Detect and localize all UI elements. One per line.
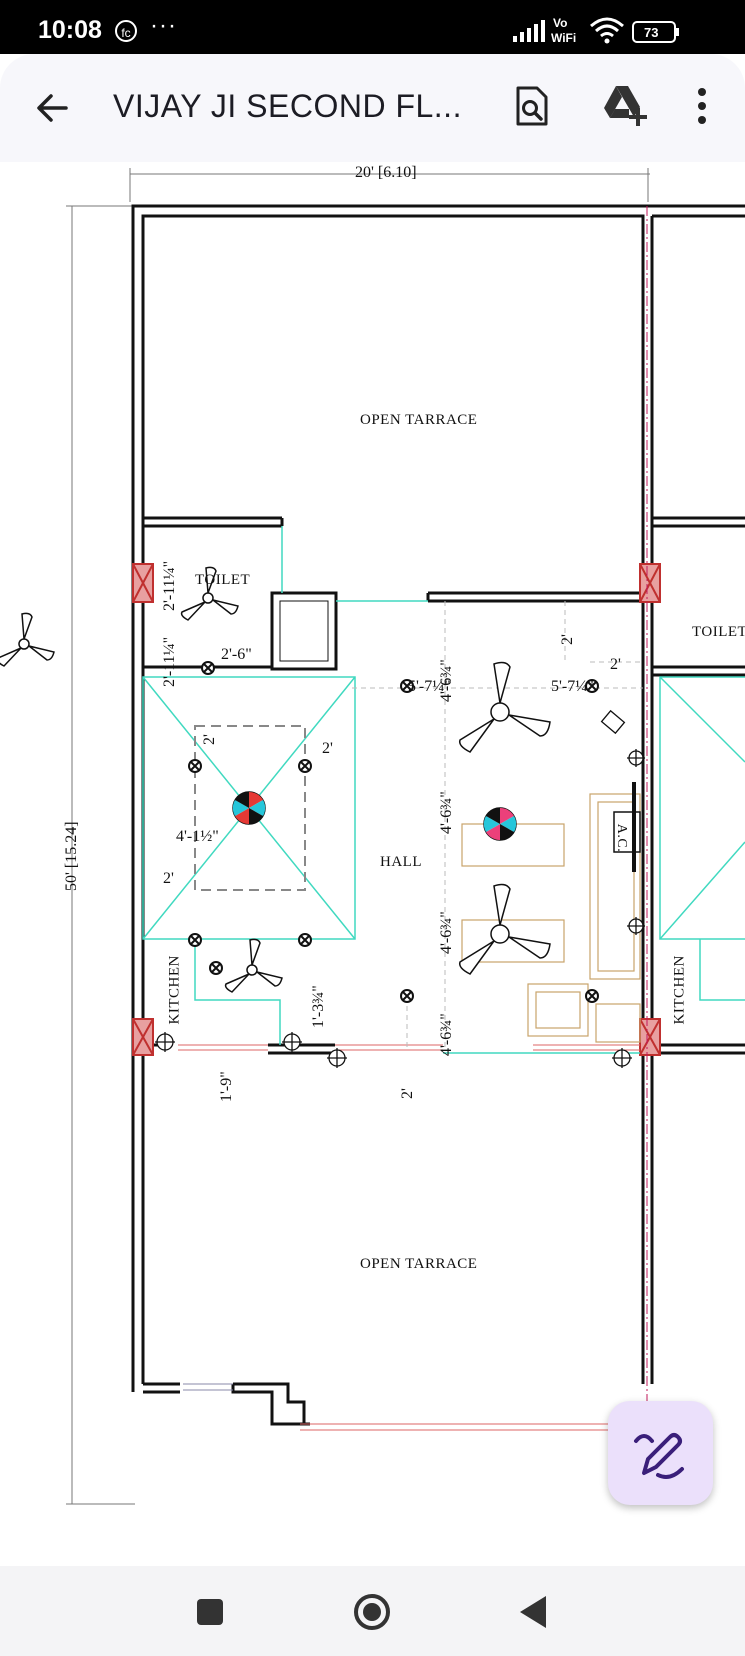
home-button[interactable] — [352, 1592, 392, 1632]
room-label-terrace-top: OPEN TARRACE — [360, 412, 478, 428]
back-nav-button[interactable] — [518, 1594, 548, 1630]
dimension-lines — [66, 168, 650, 1505]
plan-height-dimension: 50' [15.24] — [63, 821, 80, 891]
dim-toilet-1: 2'-11¼" — [161, 560, 178, 611]
wifi-icon — [590, 17, 624, 38]
ac-label: A.C. — [614, 823, 630, 853]
svg-text:73: 73 — [644, 25, 658, 40]
plan-width-dimension: 20' [6.10] — [355, 164, 417, 181]
recents-button[interactable] — [196, 1598, 224, 1626]
dim-right-1: 2' — [559, 634, 576, 645]
recents-square-icon — [197, 1599, 223, 1625]
find-in-file-button[interactable] — [512, 84, 552, 128]
wifi-calling-label: Vo — [553, 16, 567, 30]
more-options-button[interactable] — [690, 84, 714, 128]
windows — [178, 1044, 640, 1431]
edit-pen-icon — [634, 1433, 684, 1479]
home-circle-icon — [354, 1594, 390, 1630]
back-button[interactable] — [32, 88, 72, 128]
svg-text:WiFi: WiFi — [551, 31, 576, 45]
dim-kitchen-1: 1'-3¾" — [310, 985, 327, 1028]
edit-fab[interactable] — [608, 1401, 713, 1505]
signal-icon — [513, 20, 545, 42]
dim-left-4: 2' — [163, 870, 174, 887]
room-label-kitchen: KITCHEN — [166, 955, 183, 1025]
dim-left-2: 2' — [322, 740, 333, 757]
room-label-terrace-bottom: OPEN TARRACE — [360, 1256, 478, 1272]
dim-hall-width-2: 5'-7¼" — [551, 678, 594, 695]
dim-left-1: 2' — [201, 734, 218, 745]
dim-hall-width-1: 5'-7¼" — [408, 678, 451, 695]
status-indicators: Vo WiFi 73 — [485, 0, 745, 54]
columns — [132, 563, 661, 1056]
ac-unit — [613, 782, 641, 872]
floor-plan-viewer[interactable]: 20' [6.10] 50' [15.24] OPEN TARRACE OPEN… — [0, 162, 745, 1566]
app-bar: VIJAY JI SECOND FL... — [0, 54, 745, 163]
dim-hall-3: 4'-6¾" — [438, 911, 455, 954]
chandeliers — [232, 791, 517, 841]
light-points — [188, 661, 599, 1003]
dim-left-3: 4'-1½" — [176, 828, 219, 845]
ceiling-lights-frame — [194, 725, 306, 891]
dim-right-2: 2' — [610, 656, 621, 673]
floor-plan-drawing — [0, 168, 745, 1505]
dim-kitchen-3: 2' — [399, 1088, 416, 1099]
status-bar: 10:08 fc ··· Vo WiFi 73 — [0, 0, 745, 54]
add-to-drive-button[interactable] — [600, 82, 648, 128]
add-to-drive-icon — [604, 86, 647, 126]
dim-toilet-3: 2'-6" — [221, 646, 252, 663]
battery-icon: 73 — [632, 21, 679, 43]
room-label-toilet: TOILET — [195, 572, 251, 588]
more-vert-icon — [698, 88, 706, 124]
room-label-kitchen-right: KITCHEN — [671, 955, 688, 1025]
room-label-hall: HALL — [380, 854, 422, 870]
back-triangle-icon — [520, 1596, 546, 1628]
ceiling-fans — [0, 566, 551, 993]
dim-hall-4: 4'-6¾" — [438, 1013, 455, 1056]
dim-kitchen-2: 1'-9" — [218, 1071, 235, 1102]
dim-hall-2: 4'-6¾" — [438, 791, 455, 834]
find-in-file-icon — [516, 86, 548, 126]
more-notifications-icon: ··· — [150, 12, 177, 39]
status-time: 10:08 — [38, 16, 102, 44]
document-title: VIJAY JI SECOND FL... — [113, 88, 462, 124]
arrow-back-icon — [37, 94, 68, 122]
system-nav-bar — [0, 1566, 745, 1656]
exhaust-fans — [155, 709, 645, 1068]
furniture — [461, 793, 641, 1043]
notification-app-icon: fc — [115, 20, 137, 42]
room-label-toilet-right: TOILET — [692, 624, 745, 640]
dim-toilet-2: 2'-11¼" — [161, 636, 178, 687]
